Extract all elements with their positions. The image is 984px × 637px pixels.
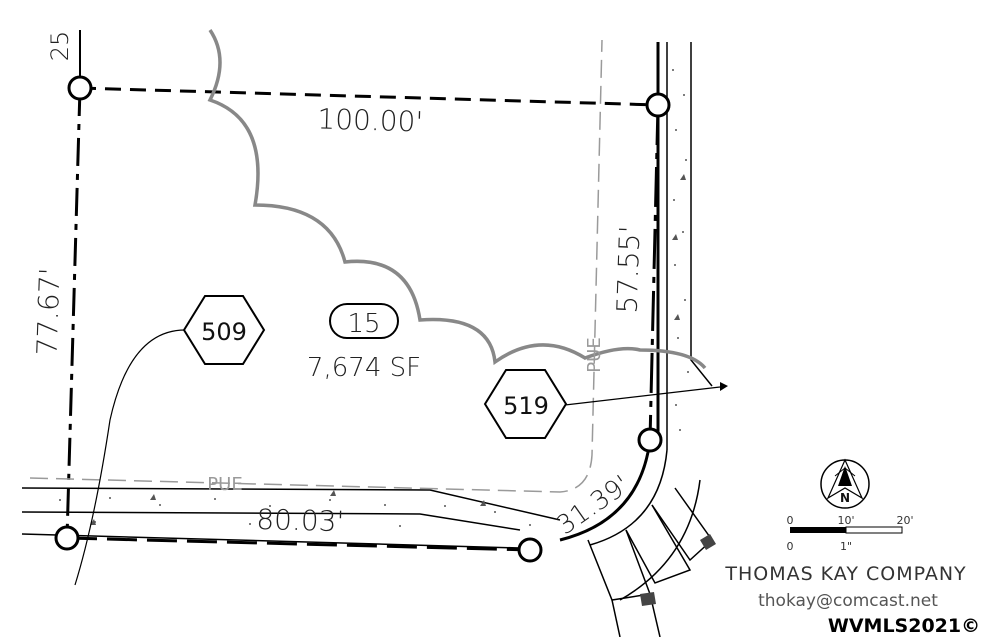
dimension-corner: 25 <box>46 31 74 62</box>
address-519: 519 <box>503 392 549 420</box>
curb-ramp-fill <box>640 534 716 606</box>
dimension-left: 77.67' <box>30 267 66 356</box>
address-509: 509 <box>201 318 247 346</box>
lot-number: 15 <box>347 309 380 339</box>
svg-text:20': 20' <box>896 514 913 527</box>
lot-boundary <box>65 30 660 552</box>
company-name: THOMAS KAY COMPANY <box>724 563 966 585</box>
sidewalk-stipple <box>59 69 689 527</box>
arrow-head-icon <box>720 382 728 391</box>
mls-watermark: WVMLS2021© <box>828 615 980 637</box>
dimension-top: 100.00' <box>317 102 424 138</box>
pue-label-right: PUE <box>584 337 605 372</box>
pue-easement <box>29 39 603 493</box>
leader-lines <box>74 329 721 586</box>
dimension-right: 57.55' <box>610 225 646 314</box>
company-email: thokay@comcast.net <box>758 591 938 611</box>
corner-markers <box>54 75 671 563</box>
hex-marker-519: 519 <box>483 369 568 439</box>
dimension-bottom: 80.03' <box>256 503 345 538</box>
svg-text:10': 10' <box>837 514 854 527</box>
hex-marker-509: 509 <box>182 295 266 365</box>
svg-text:0: 0 <box>787 514 794 527</box>
lot-area: 7,674 SF <box>307 353 421 383</box>
pue-label-bottom: PUE <box>207 474 242 495</box>
tree-line <box>207 29 707 370</box>
svg-text:0: 0 <box>787 540 794 553</box>
lot-number-oval <box>329 303 399 339</box>
scale-bar: 0 10' 20' 0 1" <box>787 514 914 553</box>
north-arrow-icon: N <box>820 458 870 509</box>
north-label: N <box>840 491 850 505</box>
svg-text:1": 1" <box>840 540 852 553</box>
